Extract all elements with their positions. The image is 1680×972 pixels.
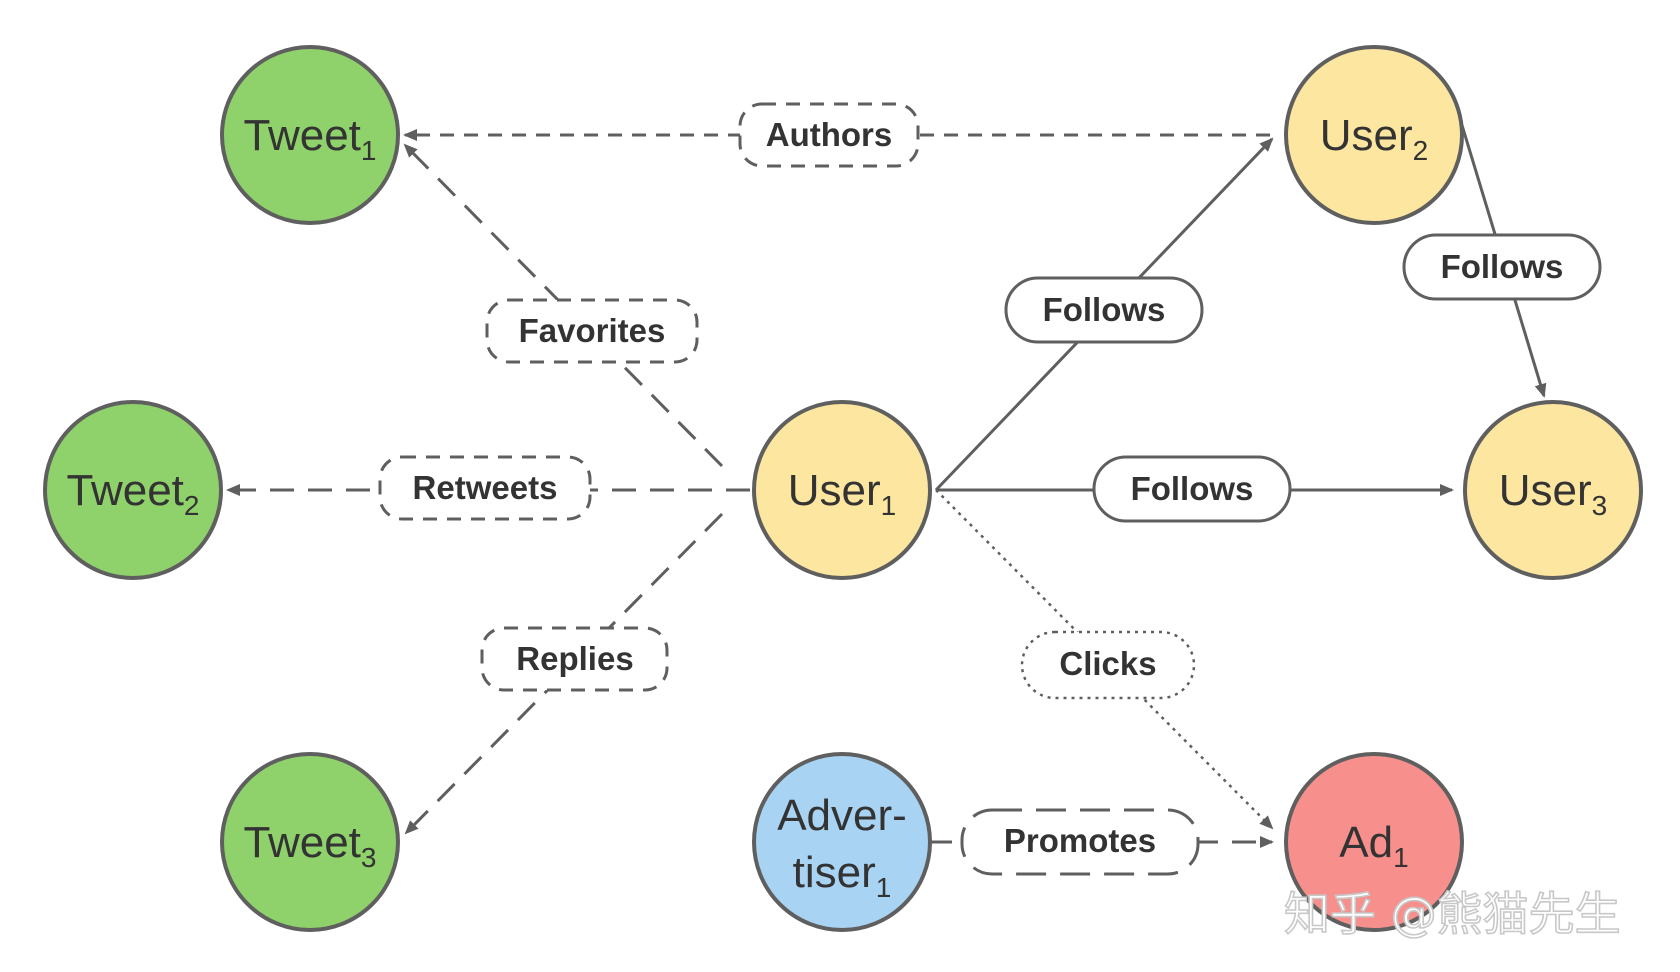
node-user2-sub: 2 [1413,135,1429,166]
node-tweet2-sub: 2 [184,490,200,521]
svg-text:Tweet1: Tweet1 [244,111,377,166]
svg-text:Tweet2: Tweet2 [67,466,200,521]
node-tweet1-sub: 1 [361,135,377,166]
edge-replies: Replies [404,512,724,835]
edge-follows-user2-user3: Follows [1402,111,1602,398]
node-user1: User1 [752,400,932,580]
node-advertiser1: Adver- tiser1 [752,752,932,932]
edge-retweets: Retweets [226,455,750,521]
edge-label-follows-user2-user3: Follows [1441,248,1564,285]
node-tweet3-sub: 3 [361,842,377,873]
node-user3-sub: 3 [1592,490,1608,521]
node-user2-name: User [1320,111,1413,160]
edge-label-favorites: Favorites [519,312,666,349]
node-tweet1-name: Tweet [244,111,361,160]
node-ad1-name: Ad [1339,818,1393,867]
node-ad1: Ad1 [1284,752,1464,932]
node-user2: User2 [1284,45,1464,225]
svg-text:Tweet3: Tweet3 [244,818,377,873]
svg-text:User2: User2 [1320,111,1428,166]
node-ad1-sub: 1 [1393,842,1409,873]
edge-follows-user1-user2: Follows [934,137,1274,492]
svg-text:User3: User3 [1499,466,1607,521]
edge-clicks: Clicks [935,489,1274,830]
edge-label-follows-user2: Follows [1043,291,1166,328]
edge-label-retweets: Retweets [413,469,558,506]
edge-authors: Authors [403,102,1270,168]
node-user3: User3 [1463,400,1643,580]
edge-label-replies: Replies [516,640,633,677]
edge-promotes: Promotes [928,808,1274,876]
node-tweet2-name: Tweet [67,466,184,515]
edge-label-promotes: Promotes [1004,822,1156,859]
node-user3-name: User [1499,466,1592,515]
edge-follows-user1-user3: Follows [936,455,1454,523]
node-advertiser1-sub: 1 [876,872,892,903]
svg-text:User1: User1 [788,466,896,521]
svg-text:Ad1: Ad1 [1339,818,1408,873]
edge-label-follows-user3: Follows [1131,470,1254,507]
node-tweet3: Tweet3 [220,752,400,932]
watermark-text: 知乎 @熊猫先生 [1284,887,1621,941]
node-tweet1: Tweet1 [220,45,400,225]
edge-label-authors: Authors [766,116,893,153]
svg-text:tiser1: tiser1 [793,848,892,903]
edge-favorites: Favorites [403,143,724,468]
node-user1-sub: 1 [881,490,897,521]
edge-label-clicks: Clicks [1059,645,1156,682]
node-tweet3-name: Tweet [244,818,361,867]
node-advertiser1-line2: tiser [793,848,876,897]
node-advertiser1-line1: Adver- [777,791,907,840]
node-user1-name: User [788,466,881,515]
node-tweet2: Tweet2 [43,400,223,580]
